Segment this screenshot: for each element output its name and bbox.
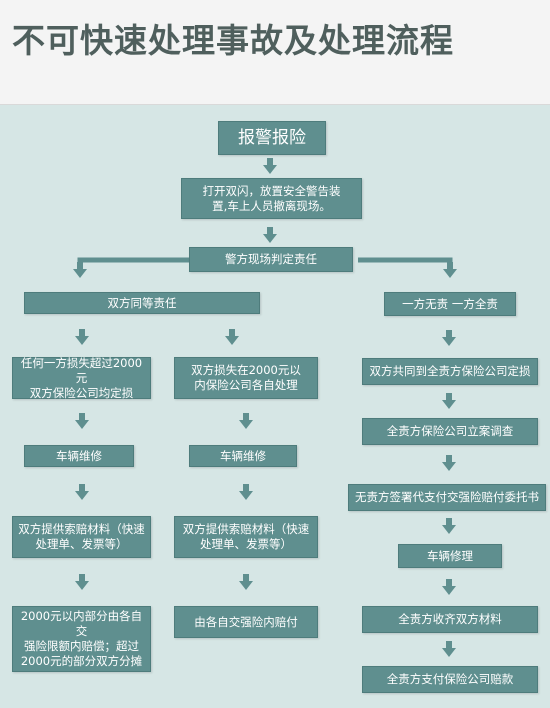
arrow-down-icon: [239, 484, 253, 500]
node-over-2000: 任何一方损失超过2000元双方保险公司均定损: [12, 356, 151, 400]
node-collect-materials: 全责方收齐双方材料: [362, 606, 538, 633]
arrow-down-icon: [442, 641, 456, 657]
arrow-down-icon: [239, 574, 253, 590]
arrow-down-icon: [442, 579, 456, 595]
node-repair-right: 车辆修理: [398, 544, 502, 568]
arrow-down-icon: [75, 329, 89, 345]
arrow-down-icon: [73, 262, 87, 278]
branch-right-line: [358, 257, 453, 268]
node-final-payment: 全责方支付保险公司赔款: [362, 666, 538, 693]
node-one-sided-liability: 一方无责 一方全责: [384, 292, 516, 316]
node-repair-mid: 车辆维修: [189, 445, 297, 467]
node-under-2000: 双方损失在2000元以内保险公司各自处理: [174, 357, 318, 399]
branch-left-line: [77, 257, 190, 268]
node-insurer-investigate: 全责方保险公司立案调查: [362, 418, 538, 445]
node-hazard: 打开双闪，放置安全警告装置,车上人员撤离现场。: [181, 178, 362, 219]
arrow-down-icon: [442, 330, 456, 346]
node-police: 警方现场判定责任: [189, 247, 353, 272]
node-proxy-claim: 无责方签署代支付交强险赔付委托书: [348, 484, 546, 511]
node-own-insurance: 由各自交强险内赔付: [174, 606, 318, 638]
header: 不可快速处理事故及处理流程: [0, 0, 550, 105]
arrow-down-icon: [263, 227, 277, 243]
node-materials-mid: 双方提供索赔材料（快速处理单、发票等）: [174, 516, 318, 558]
node-equal-liability: 双方同等责任: [24, 292, 260, 314]
arrow-down-icon: [75, 574, 89, 590]
node-repair-left: 车辆维修: [24, 445, 134, 467]
arrow-down-icon: [239, 413, 253, 429]
arrow-down-icon: [75, 484, 89, 500]
arrow-down-icon: [442, 518, 456, 534]
arrow-down-icon: [442, 393, 456, 409]
page-title: 不可快速处理事故及处理流程: [12, 21, 454, 60]
arrow-down-icon: [75, 413, 89, 429]
node-materials-left: 双方提供索赔材料（快速处理单、发票等）: [12, 516, 151, 558]
arrow-down-icon: [442, 455, 456, 471]
node-fault-assess: 双方共同到全责方保险公司定损: [362, 358, 538, 385]
arrow-down-icon: [443, 262, 457, 278]
arrow-down-icon: [263, 158, 277, 174]
node-report: 报警报险: [218, 121, 326, 155]
arrow-down-icon: [225, 329, 239, 345]
